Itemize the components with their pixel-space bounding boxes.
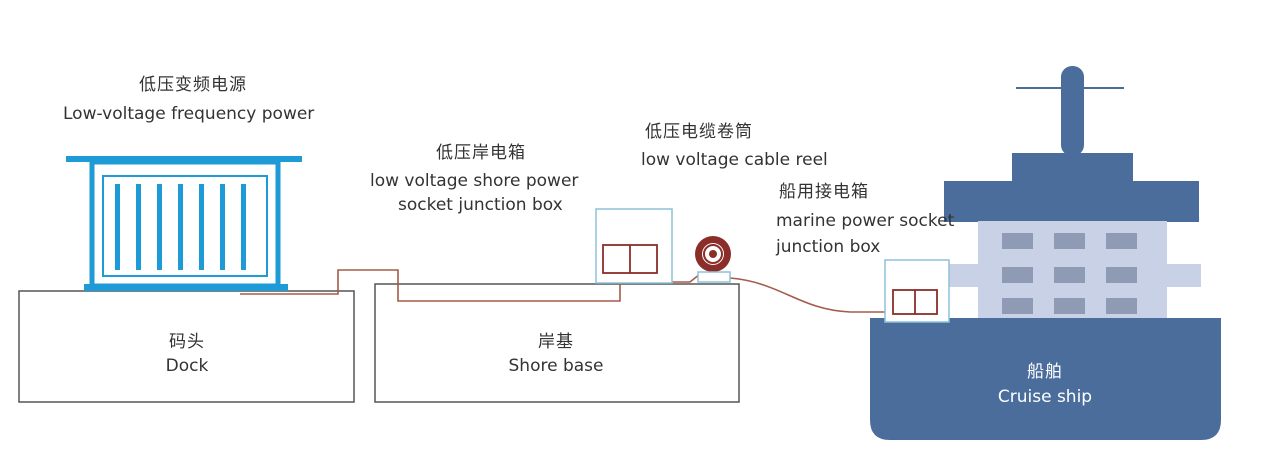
- shore-junction-box-icon: [595, 208, 673, 284]
- power-source-label-zh: 低压变频电源: [139, 75, 247, 95]
- ship-label-zh: 船舶: [1027, 362, 1063, 382]
- cable-reel-label-zh: 低压电缆卷筒: [645, 122, 753, 142]
- shore-base-label-en: Shore base: [508, 356, 604, 376]
- dock-label-zh: 码头: [169, 332, 205, 352]
- shore-box-label-en-2: socket junction box: [398, 195, 563, 215]
- power-source-icon: [66, 156, 302, 291]
- cable-reel-icon: [695, 236, 731, 283]
- marine-box-label-en-2: junction box: [776, 237, 881, 257]
- dock-label-en: Dock: [165, 356, 209, 376]
- marine-box-label-en-1: marine power socket: [776, 211, 955, 231]
- power-source-label-en: Low-voltage frequency power: [63, 104, 315, 124]
- shore-box-label-en-1: low voltage shore power: [370, 171, 579, 191]
- marine-junction-box-icon: [884, 259, 950, 323]
- ship-label-en: Cruise ship: [997, 387, 1093, 407]
- shore-base-label-zh: 岸基: [538, 332, 574, 352]
- cruise-ship-icon: [870, 66, 1221, 440]
- marine-box-label-zh: 船用接电箱: [779, 182, 869, 202]
- shore-box-label-zh: 低压岸电箱: [436, 143, 526, 163]
- shore-base-block: [374, 283, 740, 403]
- cable-reel-label-en: low voltage cable reel: [641, 150, 828, 170]
- dock-block: [18, 290, 355, 403]
